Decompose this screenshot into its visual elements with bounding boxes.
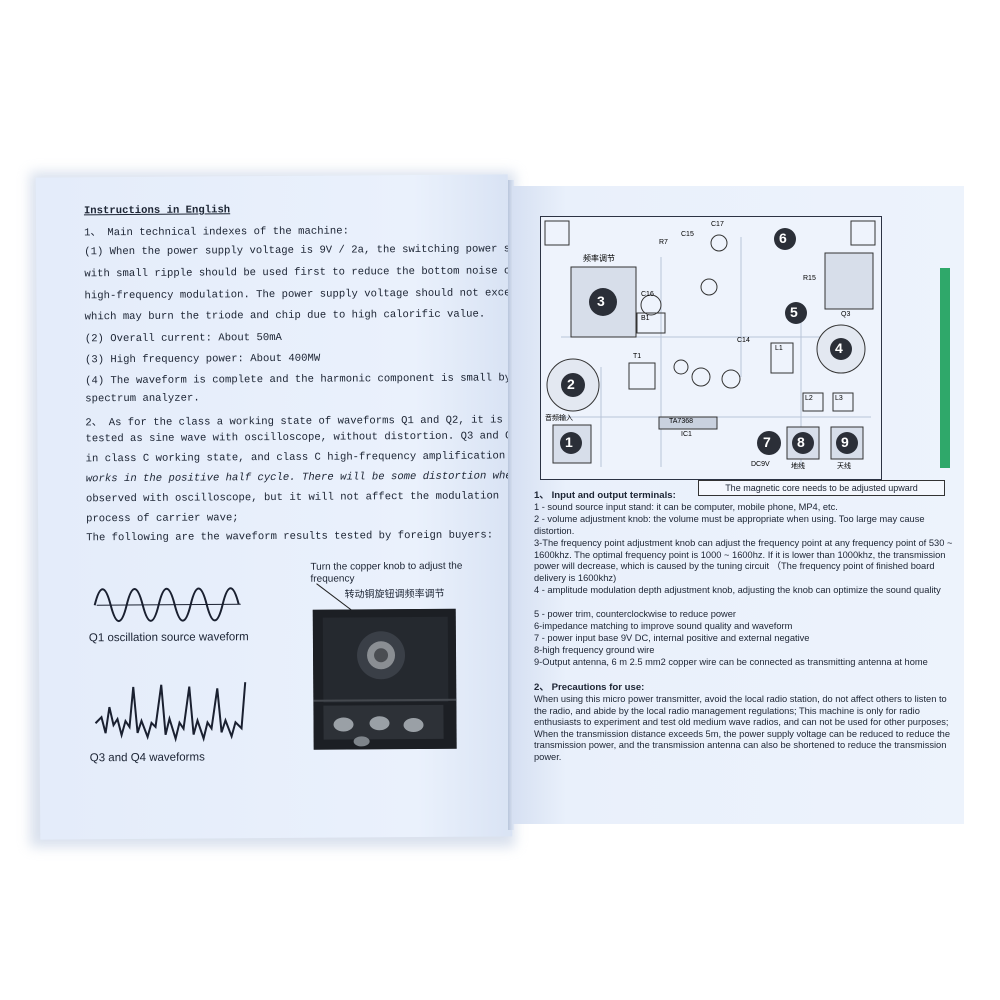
section2-text: When using this micro power transmitter,… bbox=[534, 694, 951, 762]
marker-2: 2 bbox=[567, 376, 575, 392]
instructions-heading: Instructions in English bbox=[83, 204, 231, 218]
board-label-c14: C14 bbox=[737, 337, 750, 344]
section1-item-9: 9-Output antenna, 6 m 2.5 mm2 copper wir… bbox=[534, 657, 928, 667]
section1-item-7: 7 - power input base 9V DC, internal pos… bbox=[534, 633, 810, 643]
marker-7: 7 bbox=[763, 434, 771, 450]
board-label-audio: 音频输入 bbox=[545, 415, 573, 422]
book-spine bbox=[508, 180, 514, 830]
text-line: in class C working state, and class C hi… bbox=[85, 450, 513, 466]
section1-item-5: 5 - power trim, counterclockwise to redu… bbox=[534, 609, 737, 619]
section1-item-3: 3-The frequency point adjustment knob ca… bbox=[534, 538, 953, 583]
marker-4: 4 bbox=[835, 340, 843, 356]
text-line: process of carrier wave; bbox=[86, 512, 239, 526]
q1-waveform-label: Q1 oscillation source waveform bbox=[88, 631, 249, 645]
board-label-ic: IC1 bbox=[681, 431, 692, 438]
board-label-c16: C16 bbox=[641, 291, 654, 298]
board-label-l2: L2 bbox=[805, 395, 813, 402]
text-line: 1、 Main technical indexes of the machine… bbox=[84, 225, 350, 240]
text-line: (1) When the power supply voltage is 9V … bbox=[84, 243, 513, 259]
text-line: (4) The waveform is complete and the har… bbox=[85, 372, 512, 388]
board-label-dc: DC9V bbox=[751, 461, 770, 468]
board-label-c17: C17 bbox=[711, 221, 724, 228]
text-line: with small ripple should be used first t… bbox=[84, 265, 513, 281]
board-label-c15: C15 bbox=[681, 231, 694, 238]
q1-waveform-figure bbox=[93, 587, 241, 623]
board-label-l3: L3 bbox=[835, 395, 843, 402]
copper-knob-photo bbox=[312, 608, 457, 750]
text-line: works in the positive half cycle. There … bbox=[85, 470, 513, 486]
board-label-chip: TA7368 bbox=[669, 418, 693, 425]
section1-item-2: 2 - volume adjustment knob: the volume m… bbox=[534, 514, 925, 536]
board-label-q3: Q3 bbox=[841, 311, 851, 318]
text-line: The following are the waveform results t… bbox=[86, 529, 494, 545]
magnetic-core-callout: The magnetic core needs to be adjusted u… bbox=[698, 480, 945, 496]
text-line: spectrum analyzer. bbox=[85, 392, 200, 406]
marker-9: 9 bbox=[841, 434, 849, 450]
marker-1: 1 bbox=[565, 434, 573, 450]
text-line: tested as sine wave with oscilloscope, w… bbox=[85, 430, 513, 446]
section2-title: 2、 Precautions for use: bbox=[534, 682, 645, 693]
left-page: Instructions in English 1、 Main technica… bbox=[35, 174, 513, 840]
section1-title: 1、 Input and output terminals: bbox=[534, 490, 676, 501]
right-page: 频率调节 音频输入 地线 天线 DC9V TA7368 IC1 B1 Q3 R7… bbox=[512, 186, 964, 824]
board-label-t1: T1 bbox=[633, 353, 642, 360]
section1-item-4: 4 - amplitude modulation depth adjustmen… bbox=[534, 585, 941, 595]
marker-3: 3 bbox=[597, 293, 605, 309]
green-cover-edge bbox=[940, 268, 950, 468]
marker-5: 5 bbox=[790, 304, 798, 320]
board-label-r7: R7 bbox=[659, 239, 668, 246]
board-label-r15: R15 bbox=[803, 275, 816, 282]
q3-q4-waveform-figure bbox=[94, 682, 247, 743]
text-line: observed with oscilloscope, but it will … bbox=[85, 490, 500, 506]
board-label-b1: B1 bbox=[641, 315, 650, 322]
section1-item-8: 8-high frequency ground wire bbox=[534, 645, 655, 655]
marker-6: 6 bbox=[779, 230, 787, 246]
section1-item-6: 6-impedance matching to improve sound qu… bbox=[534, 621, 793, 631]
text-line: 2、 As for the class a working state of w… bbox=[85, 414, 503, 430]
text-line: (2) Overall current: About 50mA bbox=[84, 331, 282, 346]
section1-item-1: 1 - sound source input stand: it can be … bbox=[534, 502, 838, 512]
text-line: (3) High frequency power: About 400MW bbox=[84, 352, 321, 367]
text-line: which may burn the triode and chip due t… bbox=[84, 308, 486, 324]
board-label-antenna: 天线 bbox=[837, 463, 851, 470]
board-label-ground: 地线 bbox=[791, 463, 805, 470]
board-label-freq: 频率调节 bbox=[583, 254, 615, 263]
pcb-diagram: 频率调节 音频输入 地线 天线 DC9V TA7368 IC1 B1 Q3 R7… bbox=[540, 216, 882, 480]
board-label-l1: L1 bbox=[775, 345, 783, 352]
q3-q4-waveform-label: Q3 and Q4 waveforms bbox=[89, 751, 205, 765]
text-line: high-frequency modulation. The power sup… bbox=[84, 287, 513, 303]
marker-8: 8 bbox=[797, 434, 805, 450]
